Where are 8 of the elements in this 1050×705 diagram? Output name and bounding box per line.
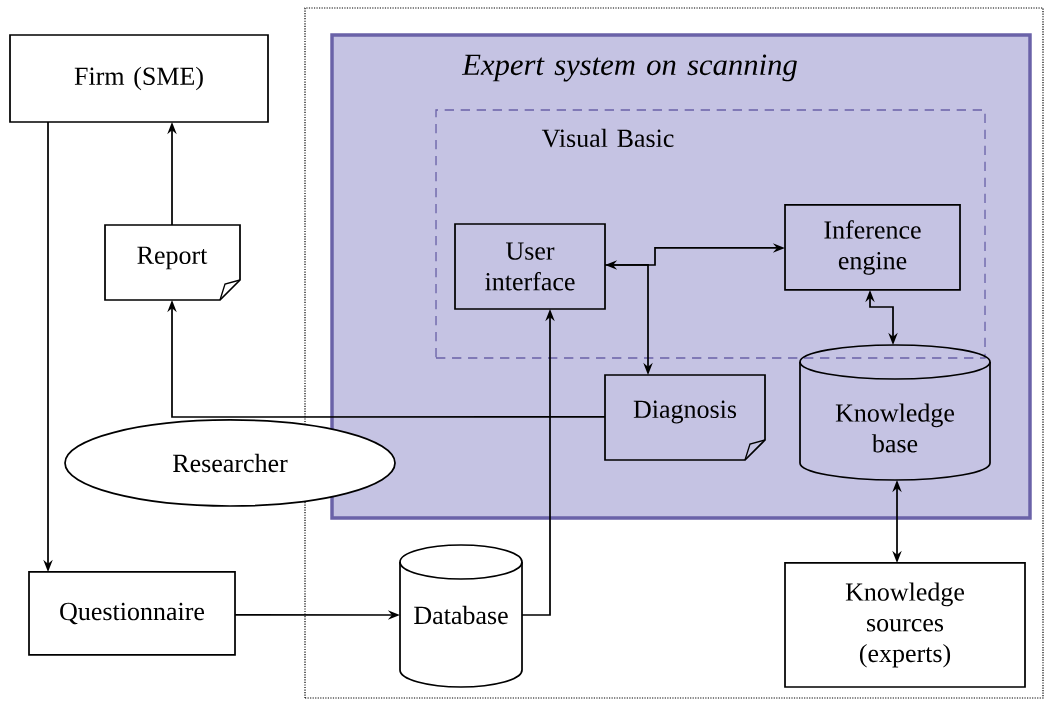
process-box: Knowledge sources (experts)	[784, 562, 1026, 688]
process-box: User interface	[454, 223, 606, 310]
database-cylinder: Database	[399, 544, 523, 688]
system-boundary	[304, 7, 1044, 699]
process-box: Questionnaire	[28, 571, 236, 656]
process-box: Firm (SME)	[9, 34, 269, 123]
process-box: Inference engine	[784, 204, 961, 291]
database-cylinder: Knowledge base	[799, 344, 991, 481]
